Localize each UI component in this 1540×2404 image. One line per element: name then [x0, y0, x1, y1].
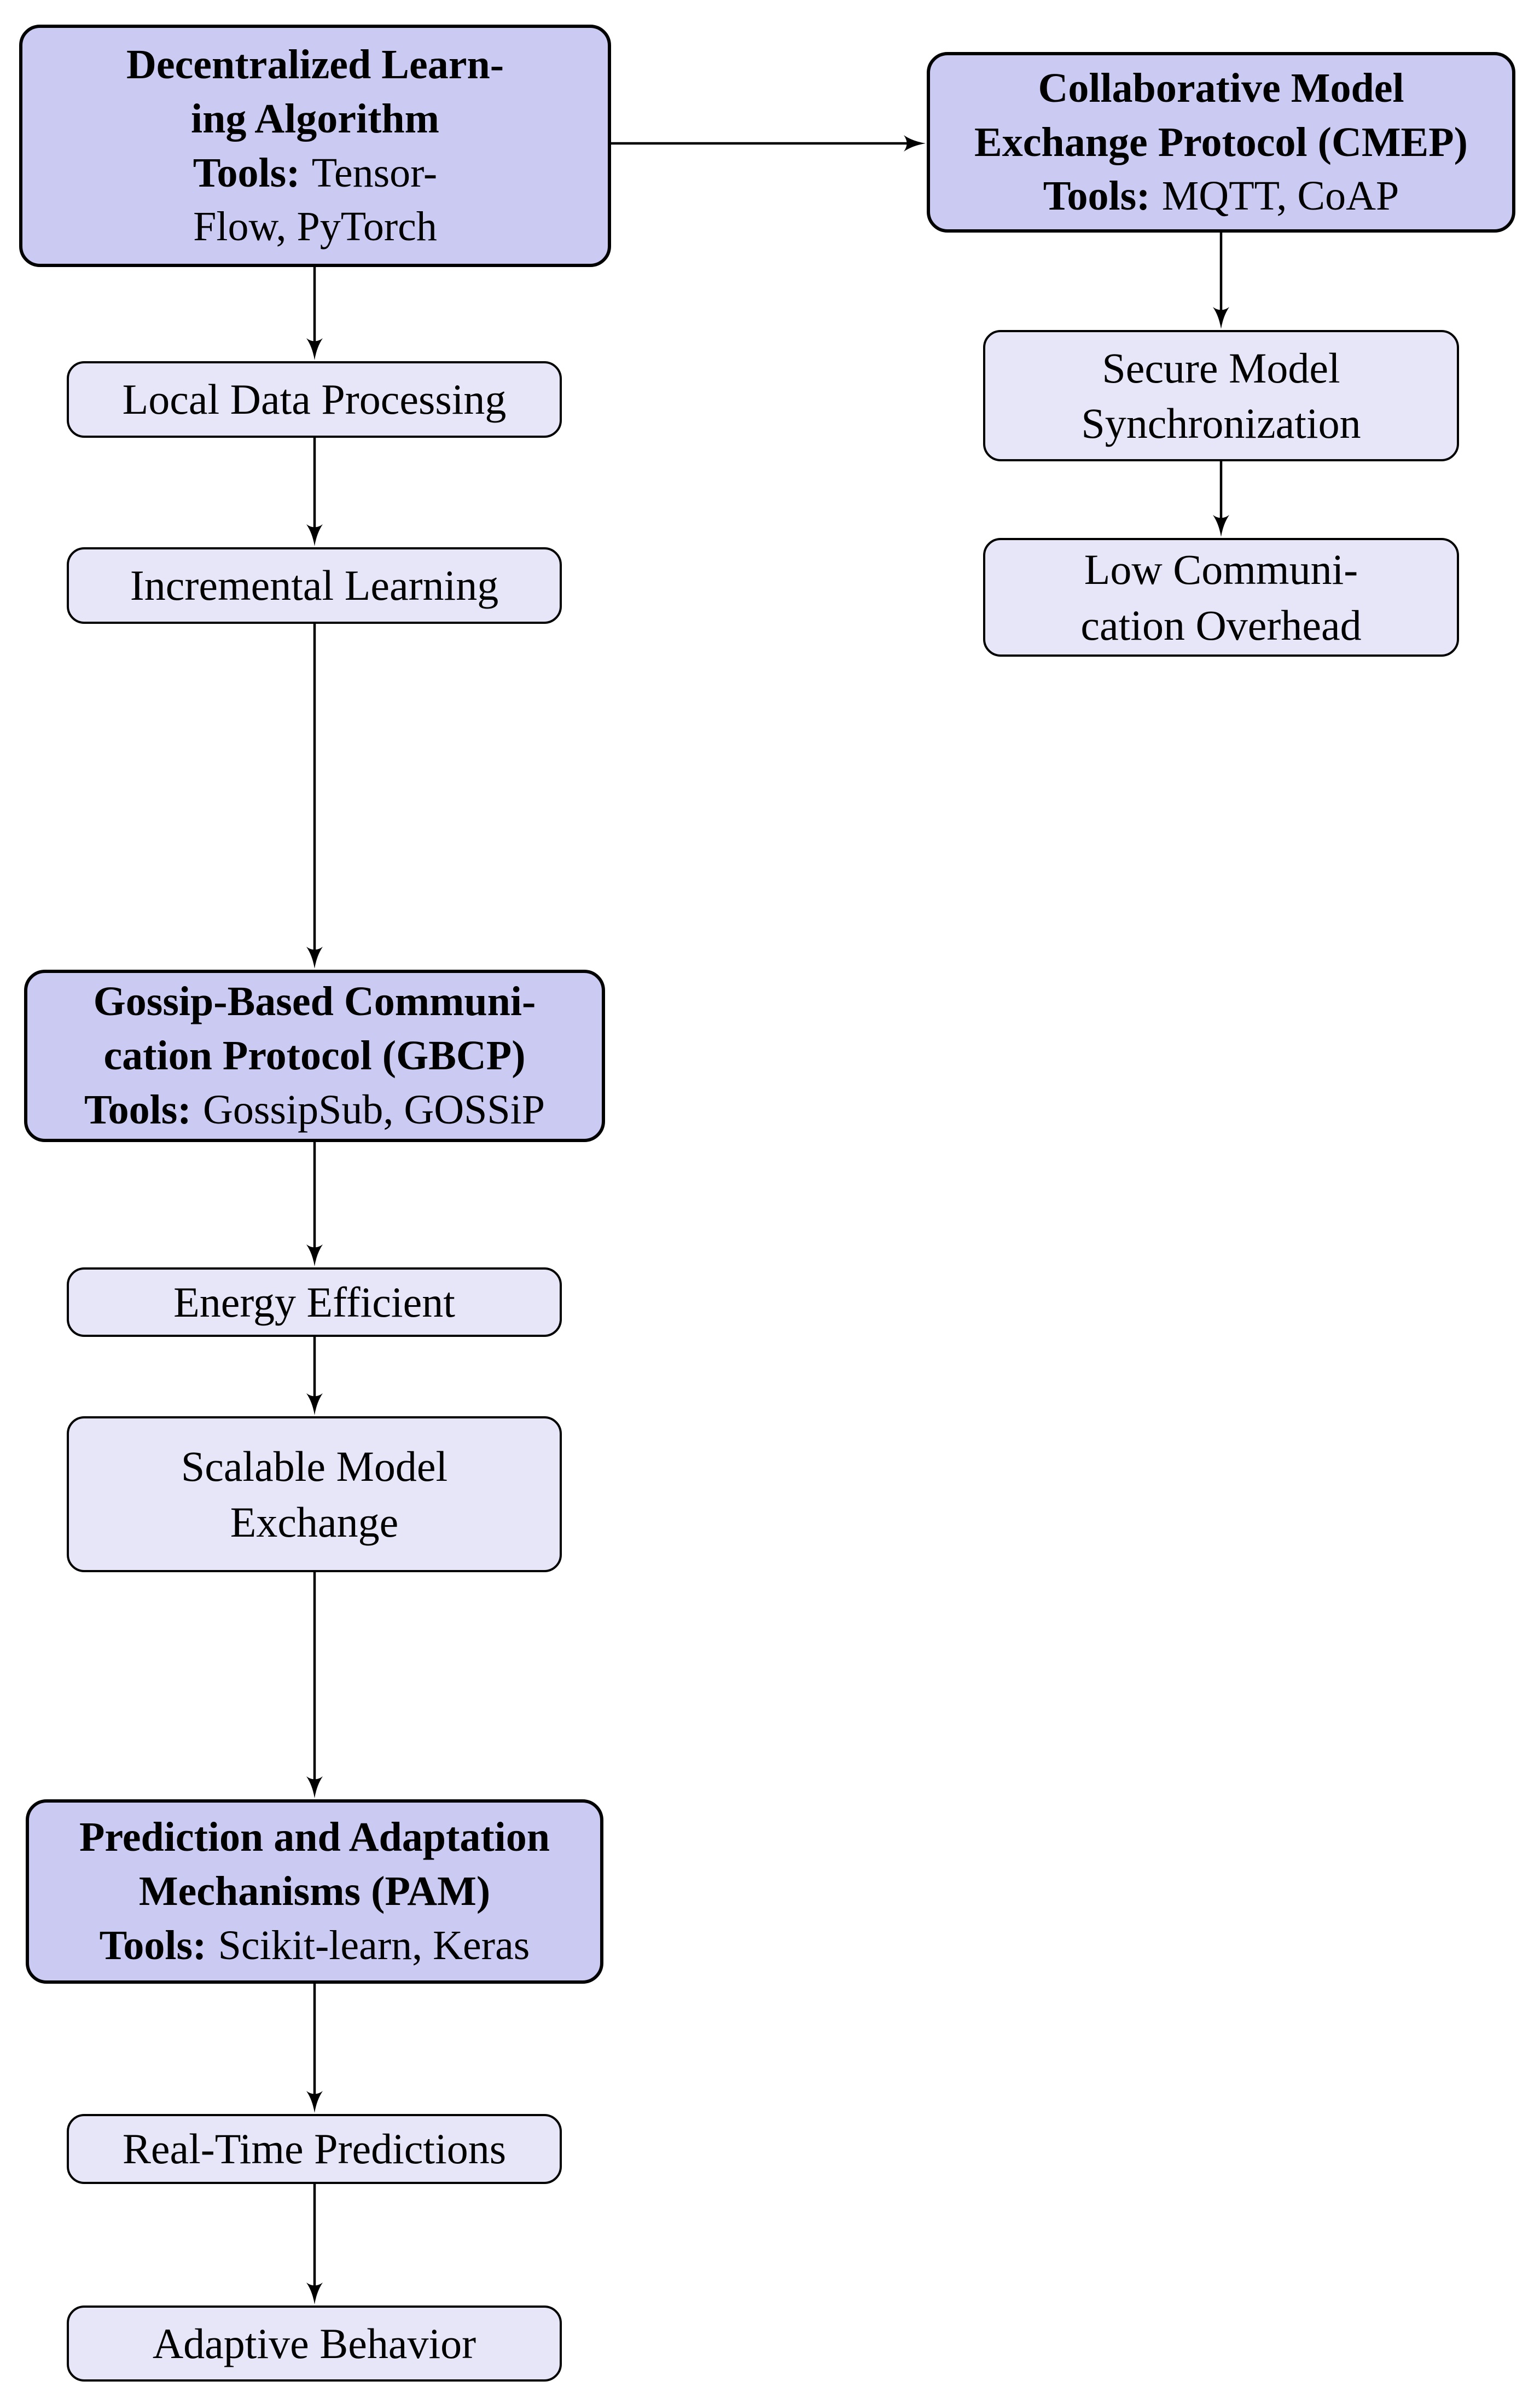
node-prediction-and-adaptation-mechanisms: Prediction and Adaptation Mechanisms (PA… [26, 1799, 603, 1984]
node-label: Adaptive Behavior [152, 2319, 476, 2367]
tools-value: GossipSub, GOSSiP [202, 1086, 545, 1133]
node-title-line: Decentralized Learn- [126, 41, 504, 88]
node-incremental-learning: Incremental Learning [67, 547, 562, 624]
node-label: Incremental Learning [130, 561, 499, 610]
node-label-line: cation Overhead [1080, 601, 1362, 649]
node-label: Local Data Processing [122, 375, 507, 424]
node-decentralized-learning-algorithm: Decentralized Learn- ing Algorithm Tools… [19, 25, 611, 267]
node-title-line: Mechanisms (PAM) [138, 1868, 491, 1915]
node-label-line: Synchronization [1081, 399, 1361, 447]
node-label-line: Scalable Model [181, 1443, 448, 1491]
node-title-line: Exchange Protocol (CMEP) [974, 119, 1468, 165]
node-tools-line: Tools:Scikit-learn, Keras [100, 1919, 530, 1973]
node-energy-efficient: Energy Efficient [67, 1267, 562, 1337]
node-label-line: Secure Model [1102, 344, 1340, 392]
node-title-line: cation Protocol (GBCP) [103, 1033, 526, 1079]
node-label-line: Low Communi- [1084, 546, 1358, 594]
node-secure-model-synchronization: Secure Model Synchronization [983, 330, 1459, 461]
tools-label: Tools: [1043, 173, 1150, 219]
node-title-line: ing Algorithm [191, 95, 439, 142]
node-collaborative-model-exchange-protocol: Collaborative Model Exchange Protocol (C… [927, 52, 1515, 233]
node-gossip-based-communication-protocol: Gossip-Based Communi- cation Protocol (G… [24, 970, 605, 1142]
node-tools-line: Tools:Tensor- [193, 146, 438, 200]
node-low-communication-overhead: Low Communi- cation Overhead [983, 538, 1459, 657]
node-tools-line: Tools:GossipSub, GOSSiP [84, 1083, 545, 1137]
tools-value: MQTT, CoAP [1161, 173, 1399, 219]
node-title-line: Collaborative Model [1038, 65, 1404, 111]
node-label: Real-Time Predictions [122, 2125, 507, 2173]
node-real-time-predictions: Real-Time Predictions [67, 2114, 562, 2184]
tools-label: Tools: [84, 1086, 191, 1133]
node-tools-line: Tools:MQTT, CoAP [1043, 169, 1399, 223]
node-local-data-processing: Local Data Processing [67, 361, 562, 438]
node-scalable-model-exchange: Scalable Model Exchange [67, 1416, 562, 1572]
node-title-line: Prediction and Adaptation [79, 1814, 550, 1861]
node-tools-line: Flow, PyTorch [193, 204, 437, 250]
tools-value: Scikit-learn, Keras [218, 1922, 530, 1968]
node-label-line: Exchange [230, 1498, 399, 1546]
node-label: Energy Efficient [173, 1278, 455, 1326]
tools-label: Tools: [193, 149, 300, 196]
node-title-line: Gossip-Based Communi- [93, 978, 536, 1025]
node-adaptive-behavior: Adaptive Behavior [67, 2305, 562, 2382]
tools-label: Tools: [99, 1922, 207, 1968]
tools-value: Tensor- [311, 149, 438, 196]
